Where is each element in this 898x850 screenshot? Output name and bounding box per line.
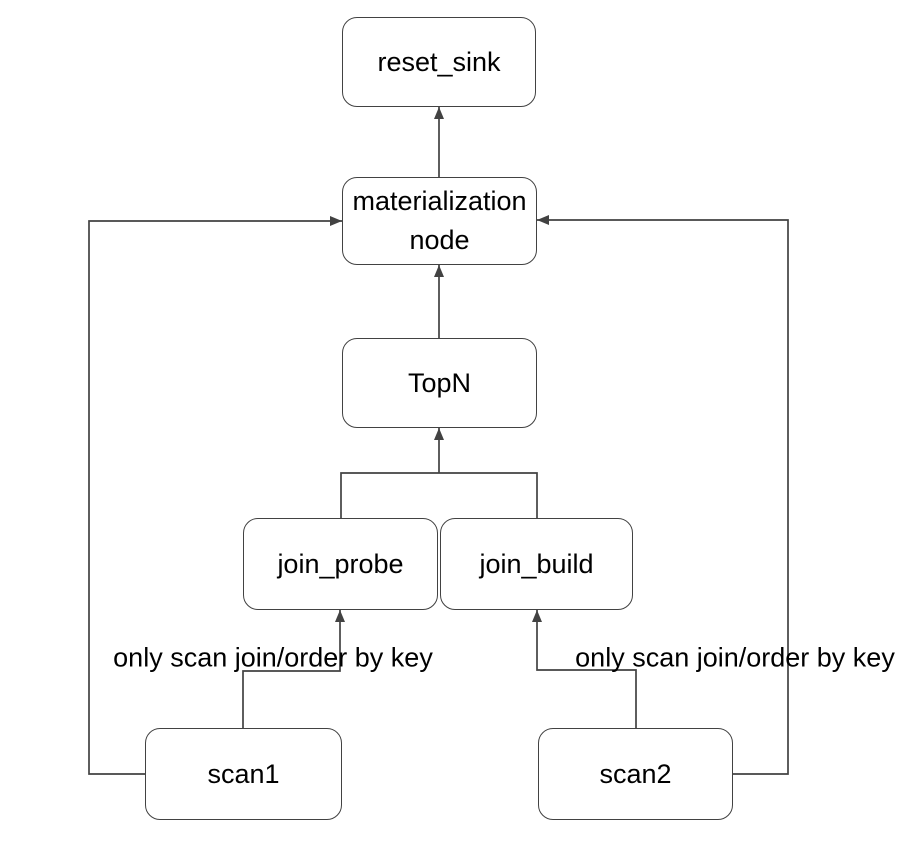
edge-scan1-to-join-probe (242, 610, 345, 728)
node-join_build: join_build (440, 518, 633, 610)
node-label: reset_sink (377, 46, 501, 77)
node-label: scan1 (207, 758, 280, 789)
node-topn: TopN (342, 338, 537, 428)
node-label: join_probe (277, 548, 404, 579)
edge-scan2-to-join-build (532, 610, 637, 728)
node-materialization_node: materialization node (342, 177, 537, 265)
edge-group (88, 107, 789, 775)
node-join_probe: join_probe (243, 518, 438, 610)
node-label: node (409, 225, 470, 255)
edge-scan2-to-materialization (537, 215, 789, 775)
scan1-edge-label: only scan join/order by key (113, 642, 433, 673)
node-label: join_build (479, 548, 594, 579)
node-scan2: scan2 (538, 728, 733, 820)
node-label: TopN (407, 367, 472, 398)
node-scan1: scan1 (145, 728, 342, 820)
node-label: materialization (352, 186, 527, 216)
scan2-edge-label: only scan join/order by key (575, 642, 895, 673)
node-reset_sink: reset_sink (342, 17, 536, 107)
edge-join-merge-bracket (340, 472, 538, 518)
edge-scan1-to-materialization (88, 216, 342, 775)
node-label: scan2 (599, 758, 672, 789)
